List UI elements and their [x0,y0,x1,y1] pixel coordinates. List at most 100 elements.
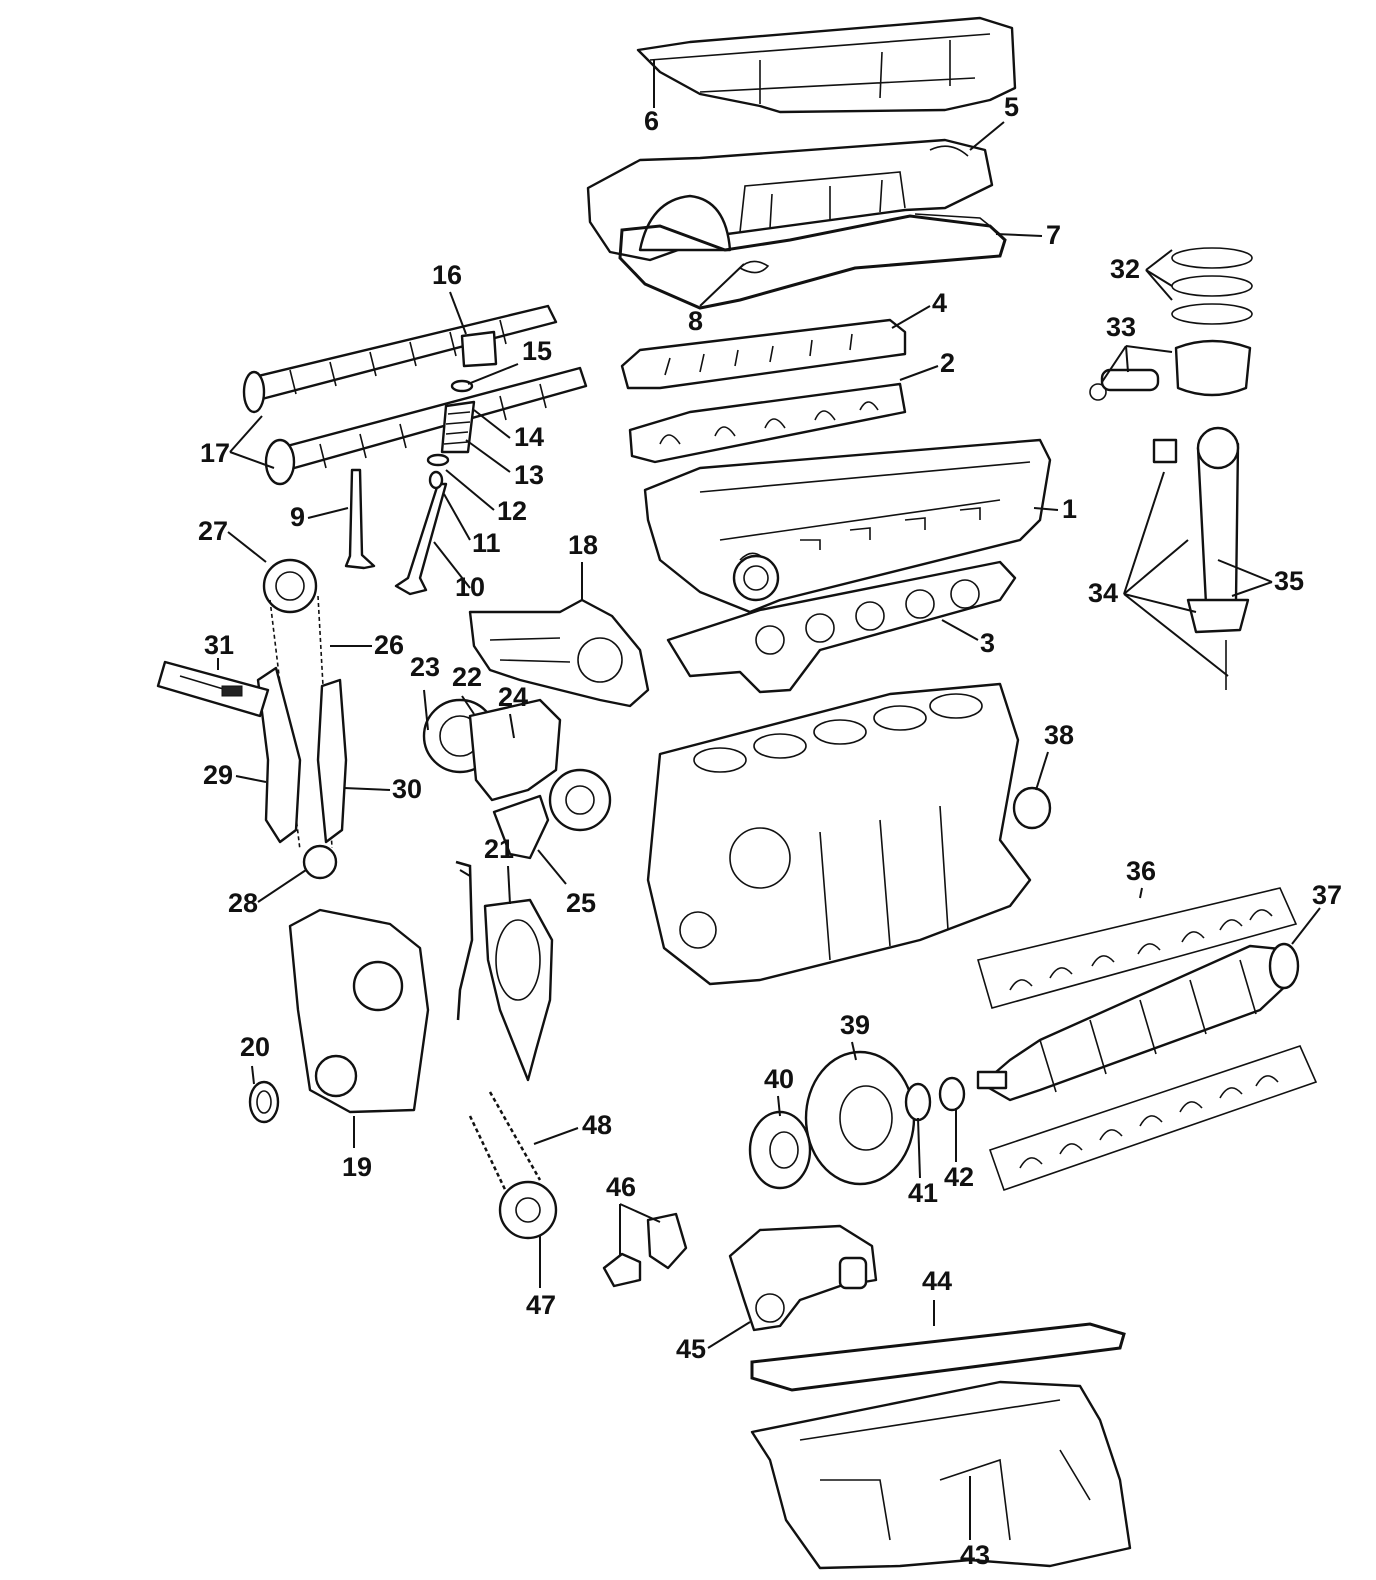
callout-32-leader [1145,269,1173,301]
callout-33-leader [1101,345,1127,383]
callout-40-leader [777,1095,781,1117]
callout-31: 31 [204,630,234,670]
callout-17-leader [229,451,275,469]
callout-6-label: 6 [644,106,659,136]
callout-35: 35 [1217,559,1304,597]
head-gasket [666,560,1017,694]
callout-38: 38 [1035,720,1074,791]
callout-8-label: 8 [688,306,703,336]
callout-37-label: 37 [1312,880,1342,910]
callout-7: 7 [995,220,1061,250]
callout-29-label: 29 [203,760,233,790]
callout-25: 25 [537,849,596,918]
callout-19-label: 19 [342,1152,372,1182]
callout-6: 6 [644,60,659,136]
callout-22: 22 [452,662,482,715]
valve-cover-gasket [618,213,1007,310]
callout-32-label: 32 [1110,254,1140,284]
callout-46: 46 [606,1172,661,1256]
callout-48: 48 [533,1110,612,1145]
callout-42: 42 [944,1108,974,1192]
callout-21: 21 [459,834,514,905]
callout-40: 40 [764,1064,794,1117]
callout-21-leader [507,865,511,905]
valve-train [344,379,476,596]
callout-35-label: 35 [1274,566,1304,596]
oil-pump-rotor [602,1212,688,1288]
callout-39-leader [851,1041,857,1061]
callout-12-leader [445,469,495,511]
callout-42-label: 42 [944,1162,974,1192]
callout-36: 36 [1126,856,1156,899]
callout-20-leader [251,1065,255,1085]
callout-17-leader [229,415,263,453]
callout-11-label: 11 [472,528,501,558]
front-cover-gaskets [455,860,554,1082]
callout-10: 10 [433,541,485,602]
callout-4: 4 [891,288,947,329]
callout-16-leader [449,291,467,335]
callout-12-label: 12 [497,496,527,526]
callout-9-leader [307,507,349,519]
callout-32: 32 [1110,249,1173,301]
callout-14-leader [473,409,511,439]
callout-30-label: 30 [392,774,422,804]
callout-48-leader [533,1127,579,1145]
callout-39: 39 [840,1010,870,1061]
vibration-damper [748,1050,916,1190]
callout-28: 28 [228,869,307,918]
callout-15-leader [467,363,519,385]
callout-33-leader [1125,345,1173,353]
callout-7-leader [995,233,1043,237]
callout-33: 33 [1101,312,1173,383]
callout-29-leader [235,775,267,783]
callout-14-label: 14 [514,422,544,452]
timing-case-cover [248,908,430,1124]
camshafts [242,304,588,486]
callout-24: 24 [498,682,528,739]
callout-25-label: 25 [566,888,596,918]
callout-13: 13 [465,439,544,490]
callout-41: 41 [908,1117,938,1208]
cylinder-head [643,438,1052,614]
crankshaft [976,942,1300,1102]
callout-21-label: 21 [484,834,514,864]
callout-32-leader [1145,269,1173,287]
callout-27-label: 27 [198,516,228,546]
callout-47-label: 47 [526,1290,556,1320]
callout-27-leader [227,531,267,563]
callout-24-leader [509,713,515,739]
callout-46-leader [619,1203,661,1223]
callout-37: 37 [1291,880,1342,945]
callout-9: 9 [290,502,349,532]
callout-45: 45 [676,1321,751,1364]
chain-tensioner [156,660,270,718]
callout-23-label: 23 [410,652,440,682]
callout-16: 16 [432,260,467,335]
callout-26: 26 [330,630,404,660]
callout-7-label: 7 [1046,220,1061,250]
callout-35-leader [1217,559,1273,583]
callout-19: 19 [342,1116,372,1182]
callout-10-leader [433,541,471,589]
callout-33-leader [1125,345,1129,373]
callout-17: 17 [200,415,275,469]
callout-16-label: 16 [432,260,462,290]
callout-11-leader [443,493,471,541]
callout-34: 34 [1088,471,1229,677]
callout-13-leader [465,439,511,473]
callout-45-leader [707,1321,751,1349]
manifold-pump [468,598,650,708]
callout-5-leader [969,121,1005,151]
callout-41-label: 41 [908,1178,938,1208]
callout-32-leader [1145,249,1173,271]
callout-34-label: 34 [1088,578,1118,608]
callout-18: 18 [568,530,598,600]
callout-12: 12 [445,469,527,526]
callout-21-leader [459,869,471,877]
engine-parts-illustration [156,16,1318,1570]
upper-timing-chain [256,558,348,880]
callout-34-leader [1123,593,1197,613]
oil-pan-gasket [750,1322,1126,1392]
